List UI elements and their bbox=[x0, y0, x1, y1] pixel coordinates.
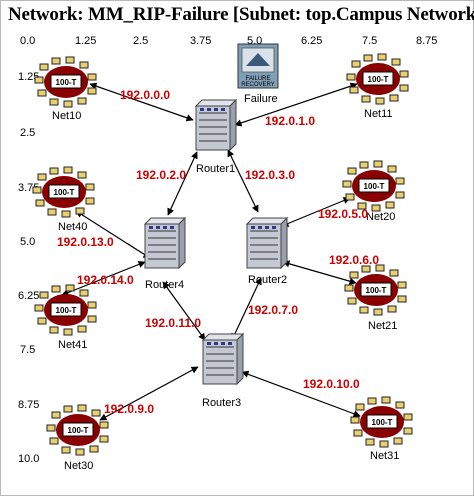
x-tick: 1.25 bbox=[75, 35, 96, 47]
y-tick: 10.0 bbox=[18, 453, 39, 465]
hub-net41[interactable]: 100-T Net41 bbox=[34, 284, 97, 351]
x-tick: 6.25 bbox=[301, 35, 322, 47]
hub-badge: 100-T bbox=[68, 426, 89, 435]
subnet-labels: 192.0.0.0 192.0.1.0 192.0.2.0 192.0.3.0 … bbox=[57, 88, 379, 416]
router-router4[interactable]: Router4 bbox=[144, 217, 186, 291]
hub-net21[interactable]: 100-T Net21 bbox=[344, 264, 407, 332]
router-icon bbox=[144, 217, 186, 269]
link-net20-router2[interactable] bbox=[281, 197, 351, 227]
failure-label: Failure bbox=[244, 93, 278, 105]
hub-label: Net11 bbox=[364, 108, 393, 120]
router-icon bbox=[202, 333, 244, 385]
router-label: Router4 bbox=[145, 279, 184, 291]
hub-label: Net31 bbox=[370, 450, 399, 462]
x-tick: 3.75 bbox=[190, 35, 211, 47]
y-tick: 7.5 bbox=[20, 344, 35, 356]
link-net21-router2[interactable] bbox=[282, 260, 357, 285]
router-icon bbox=[195, 99, 237, 151]
subnet-label: 192.0.14.0 bbox=[77, 273, 134, 287]
hub-label: Net21 bbox=[368, 320, 397, 332]
subnet-label: 192.0.6.0 bbox=[329, 253, 379, 267]
hub-net40[interactable]: 100-T Net40 bbox=[32, 166, 95, 233]
subnet-label: 192.0.13.0 bbox=[57, 235, 114, 249]
link-net41-router4[interactable] bbox=[61, 261, 146, 296]
router-label: Router2 bbox=[248, 274, 287, 286]
x-tick: 8.75 bbox=[416, 35, 437, 47]
hub-label: Net20 bbox=[366, 211, 395, 223]
link-router2-router3[interactable] bbox=[231, 277, 262, 341]
hub-badge: 100-T bbox=[56, 78, 77, 87]
hub-label: Net10 bbox=[52, 110, 81, 122]
link-net10-router1[interactable] bbox=[89, 82, 194, 122]
subnet-label: 192.0.10.0 bbox=[303, 377, 360, 391]
links bbox=[61, 82, 361, 421]
hub-net30[interactable]: 100-T Net30 bbox=[46, 404, 109, 472]
hub-label: Net40 bbox=[58, 221, 87, 233]
subnet-label: 192.0.7.0 bbox=[248, 303, 298, 317]
y-tick: 1.25 bbox=[18, 71, 39, 83]
router-router2[interactable]: Router2 bbox=[246, 217, 288, 286]
x-axis: 0.0 1.25 2.5 3.75 5.0 6.25 7.5 8.75 bbox=[20, 35, 437, 47]
hub-net20[interactable]: 100-T Net20 bbox=[342, 160, 405, 223]
failure-recovery-node[interactable]: FAILURE RECOVERY Failure bbox=[237, 43, 279, 105]
page-title: Network: MM_RIP-Failure [Subnet: top.Cam… bbox=[8, 4, 474, 25]
subnet-label: 192.0.1.0 bbox=[265, 114, 315, 128]
link-router1-router2[interactable] bbox=[227, 149, 259, 213]
subnet-label: 192.0.3.0 bbox=[245, 168, 295, 182]
router-icon bbox=[246, 217, 288, 269]
link-net40-router4[interactable] bbox=[75, 210, 151, 259]
link-net30-router3[interactable] bbox=[99, 366, 199, 421]
subnet-label: 192.0.9.0 bbox=[104, 402, 154, 416]
failure-icon-text: FAILURE bbox=[245, 76, 270, 82]
hub-net31[interactable]: 100-T Net31 bbox=[350, 396, 413, 462]
x-tick: 2.5 bbox=[133, 35, 148, 47]
subnet-label: 192.0.5.0 bbox=[318, 207, 368, 221]
x-tick: 0.0 bbox=[20, 35, 35, 47]
hub-net11[interactable]: 100-T Net11 bbox=[346, 53, 409, 120]
y-tick: 8.75 bbox=[18, 399, 39, 411]
y-axis: 1.25 2.5 3.75 5.0 6.25 7.5 8.75 10.0 bbox=[18, 71, 39, 465]
hub-label: Net41 bbox=[58, 339, 87, 351]
y-tick: 6.25 bbox=[18, 290, 39, 302]
hub-badge: 100-T bbox=[372, 418, 393, 427]
hub-badge: 100-T bbox=[368, 75, 389, 84]
recovery-icon-text: RECOVERY bbox=[241, 82, 275, 88]
subnet-label: 192.0.2.0 bbox=[136, 168, 186, 182]
hub-badge: 100-T bbox=[56, 306, 77, 315]
link-router4-router3[interactable] bbox=[162, 281, 206, 341]
router-router1[interactable]: Router1 bbox=[195, 99, 237, 175]
link-router3-net31[interactable] bbox=[241, 370, 361, 418]
hub-label: Net30 bbox=[64, 460, 93, 472]
router-router3[interactable]: Router3 bbox=[202, 333, 244, 409]
link-router1-router4[interactable] bbox=[167, 151, 198, 216]
hub-net10[interactable]: 100-T Net10 bbox=[34, 56, 97, 122]
y-tick: 2.5 bbox=[20, 127, 35, 139]
hub-badge: 100-T bbox=[366, 286, 387, 295]
hub-badge: 100-T bbox=[364, 182, 385, 191]
subnet-label: 192.0.0.0 bbox=[120, 88, 170, 102]
hub-badge: 100-T bbox=[54, 188, 75, 197]
x-tick: 7.5 bbox=[362, 35, 377, 47]
y-tick: 5.0 bbox=[20, 236, 35, 248]
subnet-label: 192.0.11.0 bbox=[145, 316, 201, 330]
router-label: Router3 bbox=[202, 397, 241, 409]
link-net11-router1[interactable] bbox=[234, 82, 358, 127]
router-label: Router1 bbox=[196, 163, 235, 175]
